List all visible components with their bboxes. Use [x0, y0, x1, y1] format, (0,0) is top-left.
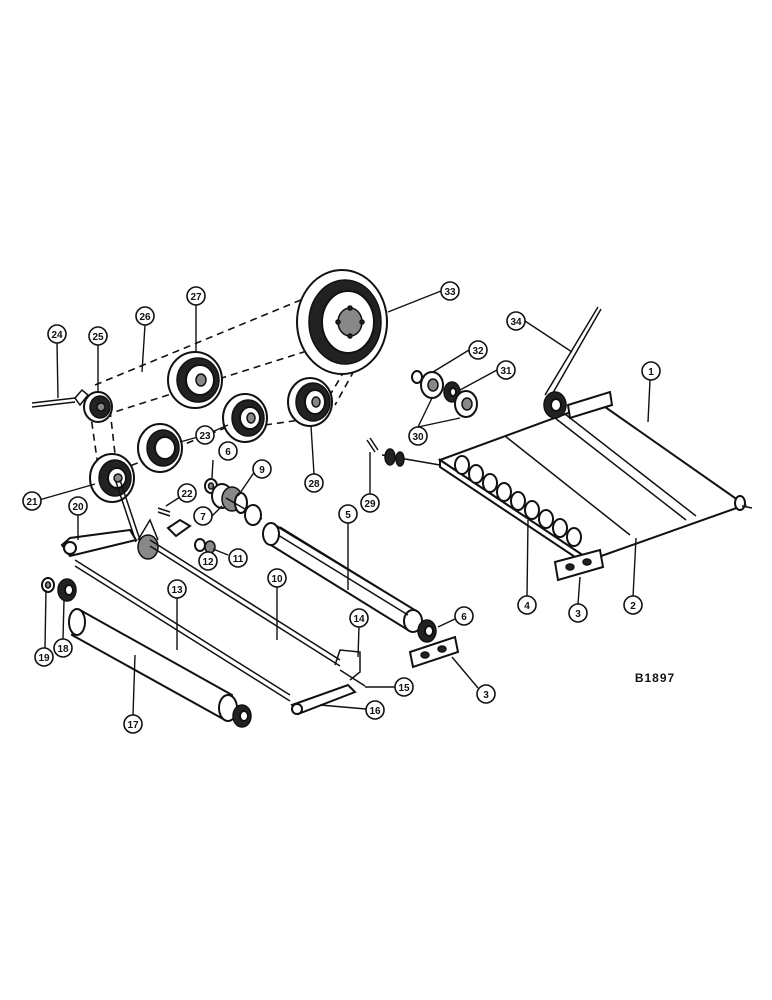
nut-19	[41, 577, 55, 593]
svg-text:24: 24	[51, 330, 63, 341]
svg-text:7: 7	[200, 512, 206, 523]
pin-29	[366, 437, 379, 453]
svg-text:9: 9	[259, 465, 265, 476]
idler-arm-shaft	[31, 388, 90, 408]
svg-text:10: 10	[271, 574, 283, 585]
svg-text:17: 17	[127, 720, 139, 731]
conveyor-feeder-assembly	[381, 390, 753, 582]
flange-bearing-set	[411, 370, 478, 418]
svg-text:22: 22	[181, 489, 193, 500]
callout-15: 15	[394, 677, 414, 697]
callout-12: 12	[198, 551, 218, 571]
callout-6: 6	[454, 606, 474, 626]
driven-pulley-right	[287, 377, 333, 427]
callout-2: 2	[623, 595, 643, 615]
roller-slats	[454, 455, 582, 547]
callout-18: 18	[53, 638, 73, 658]
svg-text:29: 29	[364, 499, 376, 510]
svg-text:34: 34	[510, 317, 522, 328]
long-shaft-13	[74, 559, 291, 702]
svg-text:26: 26	[139, 312, 151, 323]
svg-text:20: 20	[72, 502, 84, 513]
callout-11: 11	[228, 548, 248, 568]
long-shaft-10	[149, 539, 341, 667]
svg-text:27: 27	[190, 292, 202, 303]
svg-text:33: 33	[444, 287, 456, 298]
idler-pulley-upper	[167, 351, 223, 409]
svg-text:3: 3	[483, 690, 489, 701]
svg-text:1: 1	[648, 367, 654, 378]
svg-text:5: 5	[345, 510, 351, 521]
lower-roller	[68, 608, 252, 728]
svg-text:30: 30	[412, 432, 424, 443]
callout-31: 31	[496, 360, 516, 380]
callout-9: 9	[252, 459, 272, 479]
callout-17: 17	[123, 714, 143, 734]
callout-14: 14	[349, 608, 369, 628]
svg-text:6: 6	[225, 447, 231, 458]
svg-text:19: 19	[38, 653, 50, 664]
callout-3: 3	[568, 603, 588, 623]
svg-text:11: 11	[233, 554, 244, 565]
callout-5: 5	[338, 504, 358, 524]
callout-10: 10	[267, 568, 287, 588]
svg-text:15: 15	[398, 683, 410, 694]
svg-text:21: 21	[26, 497, 38, 508]
svg-text:32: 32	[472, 346, 484, 357]
svg-text:16: 16	[369, 706, 381, 717]
svg-text:6: 6	[461, 612, 467, 623]
tension-lever-assembly	[60, 479, 159, 560]
svg-text:23: 23	[199, 431, 211, 442]
link-arm-assembly	[290, 649, 366, 716]
callout-25: 25	[88, 326, 108, 346]
callout-24: 24	[47, 324, 67, 344]
latch-bolt-assembly	[166, 518, 216, 554]
callout-32: 32	[468, 340, 488, 360]
figure-reference-code: B1897	[635, 671, 675, 685]
callout-19: 19	[34, 647, 54, 667]
large-drive-pulley	[296, 269, 388, 375]
svg-text:28: 28	[308, 479, 320, 490]
svg-text:31: 31	[500, 366, 512, 377]
callout-4: 4	[517, 595, 537, 615]
callout-1: 1	[641, 361, 661, 381]
callout-33: 33	[440, 281, 460, 301]
feed-roller-5	[262, 522, 423, 633]
callout-6: 6	[218, 441, 238, 461]
bearing-plate-lower	[408, 635, 460, 669]
callout-34: 34	[506, 311, 526, 331]
svg-text:13: 13	[171, 585, 183, 596]
bearing-6-lower	[417, 619, 437, 643]
callout-23: 23	[195, 425, 215, 445]
svg-text:4: 4	[524, 601, 530, 612]
leader-lines	[38, 290, 651, 716]
callout-16: 16	[365, 700, 385, 720]
bearing-18	[57, 578, 77, 602]
svg-text:2: 2	[630, 601, 636, 612]
lower-left-pulley	[89, 453, 135, 503]
hub-collar-assembly	[204, 478, 263, 526]
double-sheave-pulley	[137, 393, 268, 473]
callout-7: 7	[193, 506, 213, 526]
callout-13: 13	[167, 579, 187, 599]
callout-22: 22	[177, 483, 197, 503]
key-22	[157, 507, 171, 517]
svg-text:25: 25	[92, 332, 104, 343]
svg-text:3: 3	[575, 609, 581, 620]
callout-29: 29	[360, 493, 380, 513]
callout-26: 26	[135, 306, 155, 326]
callout-21: 21	[22, 491, 42, 511]
callout-27: 27	[186, 286, 206, 306]
svg-text:18: 18	[57, 644, 69, 655]
svg-text:14: 14	[353, 614, 365, 625]
callout-20: 20	[68, 496, 88, 516]
callout-3: 3	[476, 684, 496, 704]
small-pulley	[83, 391, 113, 423]
svg-text:12: 12	[202, 557, 214, 568]
callout-30: 30	[408, 426, 428, 446]
callout-28: 28	[304, 473, 324, 493]
